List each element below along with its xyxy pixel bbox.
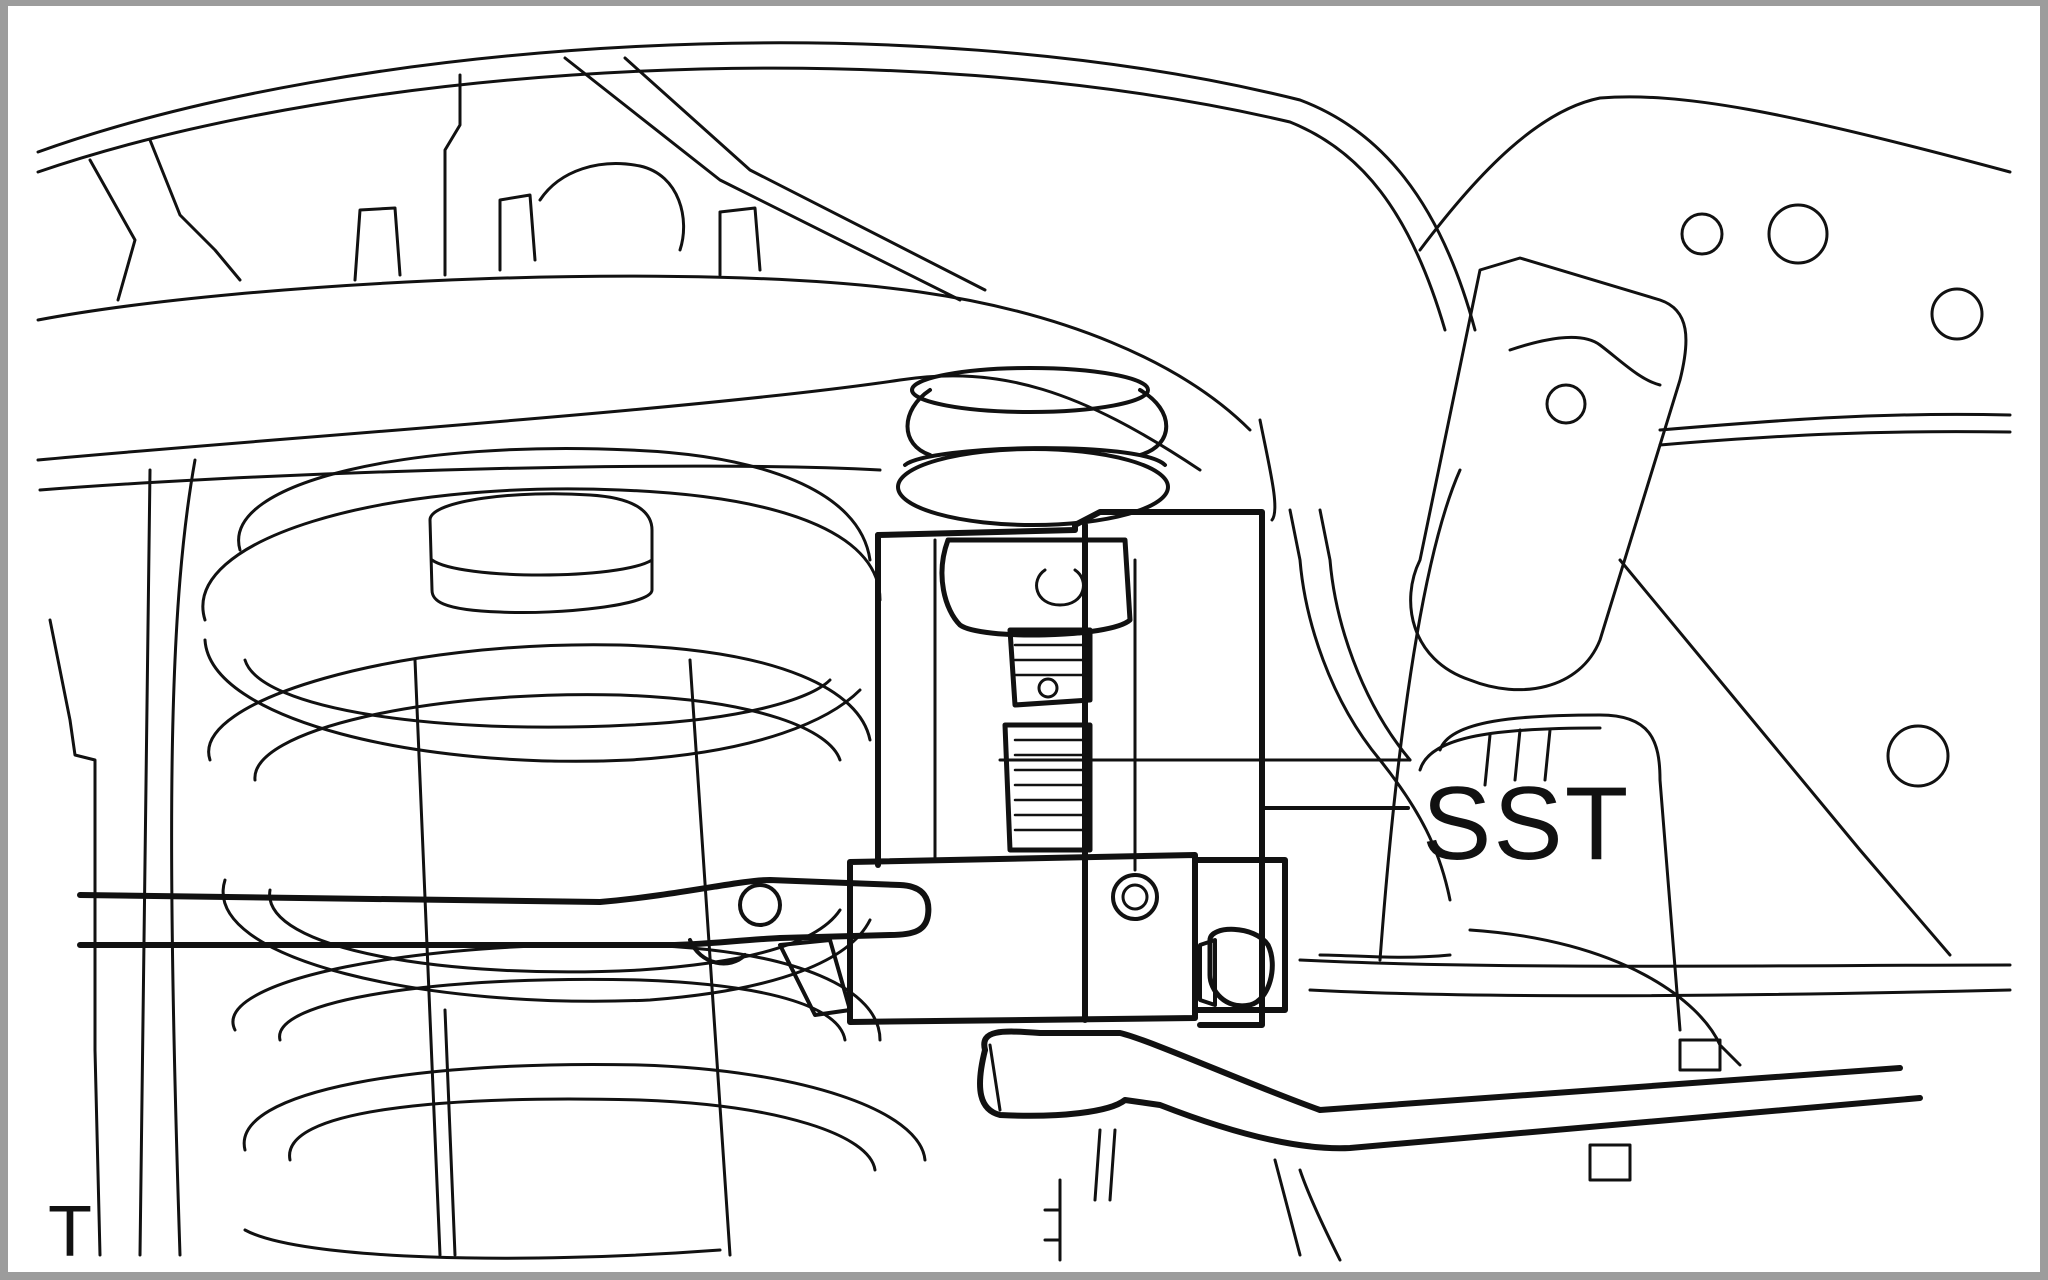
shock-absorber bbox=[413, 492, 732, 1257]
brake-hoses bbox=[48, 458, 1742, 1262]
upper-control-arm bbox=[36, 162, 1277, 522]
sst-label: SST bbox=[1422, 766, 1631, 882]
bracket-upper-right bbox=[1409, 256, 1688, 692]
sst-top-nut bbox=[939, 537, 1133, 638]
sst-tool bbox=[875, 509, 1412, 1028]
sst-lower-block bbox=[847, 852, 1288, 1025]
lower-link-bar bbox=[977, 1028, 1923, 1152]
coil-spring bbox=[201, 447, 927, 1260]
ball-joint-boot bbox=[896, 366, 1170, 527]
chassis-frame-right bbox=[1298, 95, 2012, 998]
tool-lever bbox=[77, 877, 932, 1017]
sst-screw bbox=[1002, 627, 1093, 853]
body-frame-arc bbox=[36, 41, 1477, 332]
corner-letter: T bbox=[48, 1192, 92, 1272]
